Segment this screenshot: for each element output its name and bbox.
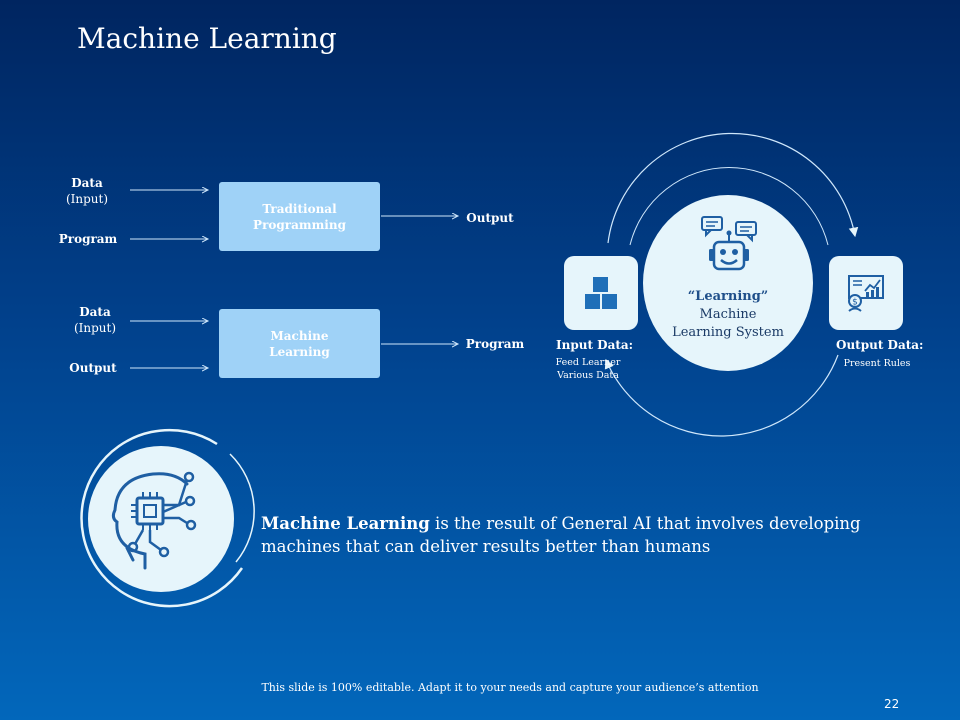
input-data-title: Input Data: <box>556 338 634 352</box>
cycle-arc-inner <box>629 167 829 246</box>
svg-text:$: $ <box>852 298 858 308</box>
flow1-result-output: Output <box>466 211 514 225</box>
learning-system-circle: “Learning” Machine Learning System <box>643 195 813 371</box>
ai-ring-arc-2 <box>229 453 255 563</box>
flow2-input-data: Data (Input) <box>73 305 117 335</box>
report-chart-icon: $ <box>848 275 884 312</box>
output-data-description: Present Rules <box>843 358 911 369</box>
ai-head-badge <box>88 446 234 592</box>
cycle-arc-top <box>607 132 859 244</box>
input-data-box <box>564 256 638 330</box>
page-title: Machine Learning <box>77 22 337 55</box>
ml-definition-term: Machine Learning <box>261 514 430 533</box>
ai-ring-arc <box>80 428 244 608</box>
learning-system-label: “Learning” Machine Learning System <box>672 289 784 340</box>
output-data-title: Output Data: <box>836 338 924 352</box>
output-data-box: $ <box>829 256 903 330</box>
input-data-description: Feed Learner Various Data <box>555 357 621 381</box>
flow2-result-program: Program <box>465 337 525 351</box>
flow1-input-data: Data (Input) <box>65 176 109 206</box>
ml-definition-body: is the result of General AI that involve… <box>261 514 861 556</box>
page-number: 22 <box>884 697 900 711</box>
flow2-input-output: Output <box>69 361 117 375</box>
flow1-input-program: Program <box>58 232 118 246</box>
cycle-arc-bottom <box>604 354 839 437</box>
blocks-icon <box>585 277 617 309</box>
ml-definition-text: Machine Learning is the result of Genera… <box>261 512 921 558</box>
ai-head-icon <box>111 471 197 570</box>
footer-note: This slide is 100% editable. Adapt it to… <box>261 681 759 694</box>
robot-icon <box>701 216 757 271</box>
